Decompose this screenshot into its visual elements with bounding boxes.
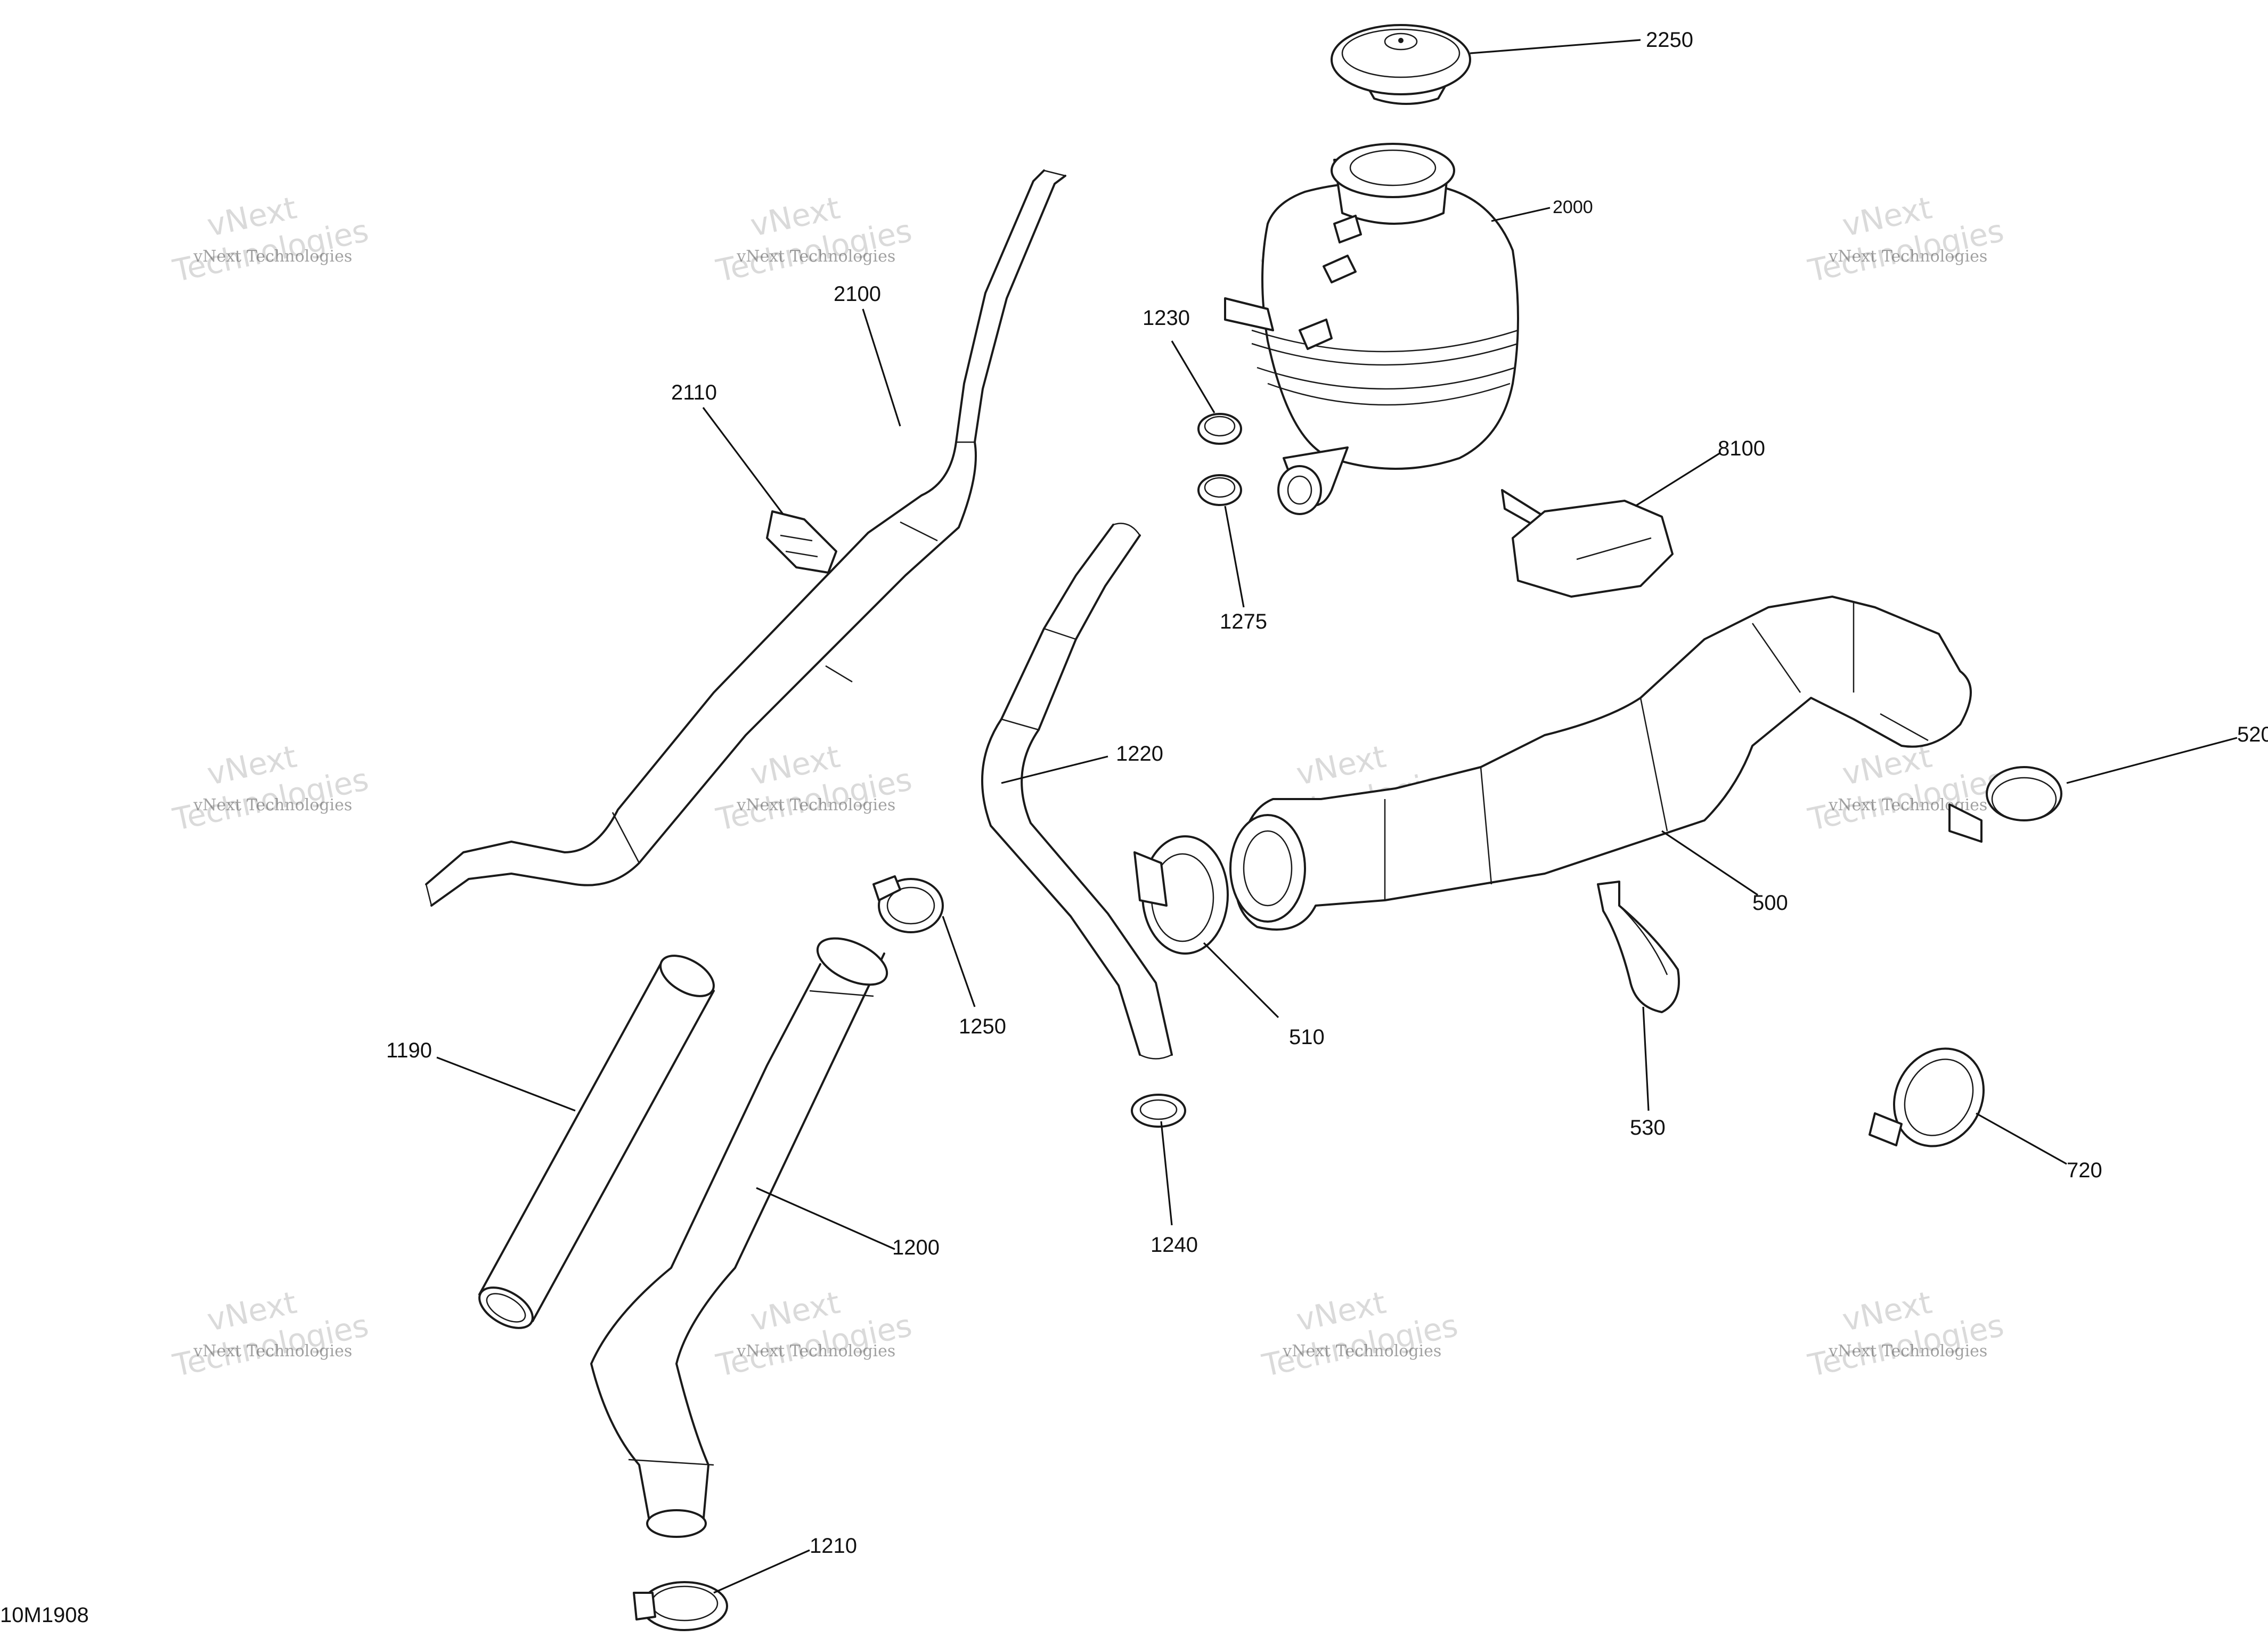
part-1250-clamp [872, 875, 944, 933]
watermark-small-text: vNext Technologies [736, 247, 895, 266]
part-510-clamp [1133, 835, 1229, 955]
callout-500[interactable]: 500 [1752, 891, 1788, 915]
callout-labels: 2250 2000 2100 2110 1230 1275 8100 1220 … [386, 28, 2268, 1558]
callout-1240[interactable]: 1240 [1151, 1233, 1198, 1257]
part-520-clamp [1948, 766, 2062, 843]
callout-2100[interactable]: 2100 [834, 282, 881, 306]
callout-1190[interactable]: 1190 [386, 1039, 432, 1062]
watermark-small-text: vNext Technologies [736, 796, 895, 815]
watermark-small-text: vNext Technologies [1828, 247, 1987, 266]
part-1200-hose [590, 937, 888, 1538]
watermark-small-text: vNext Technologies [736, 1342, 895, 1361]
callout-510[interactable]: 510 [1289, 1025, 1325, 1049]
callout-1230[interactable]: 1230 [1143, 306, 1190, 330]
part-1220-hose [981, 523, 1173, 1060]
part-1275-clamp [1197, 474, 1242, 506]
diagram-code: 10M1908 [0, 1603, 89, 1627]
part-2250-pressure-cap [1331, 24, 1471, 105]
part-1190-pipe [478, 955, 715, 1329]
watermark-small-text: vNext Technologies [193, 247, 352, 266]
callout-2110[interactable]: 2110 [671, 381, 717, 404]
callout-520[interactable]: 520 [2237, 723, 2268, 746]
part-2100-vent-hose [425, 169, 1066, 907]
leader-lines [436, 39, 2238, 1594]
callout-1275[interactable]: 1275 [1220, 610, 1267, 633]
part-720-clamp [1869, 1047, 1985, 1147]
watermark-small-text: vNext Technologies [193, 1342, 352, 1361]
callout-1210[interactable]: 1210 [810, 1534, 857, 1558]
part-1230-clamp [1197, 413, 1242, 445]
callout-720[interactable]: 720 [2067, 1159, 2102, 1182]
part-2000-expansion-tank [1224, 143, 1519, 515]
callout-1200[interactable]: 1200 [892, 1236, 940, 1259]
part-530-strap [1597, 881, 1680, 1013]
part-1240-clamp [1131, 1094, 1186, 1128]
part-8100-bracket [1501, 489, 1674, 598]
callout-8100[interactable]: 8100 [1718, 437, 1765, 460]
callout-1220[interactable]: 1220 [1116, 742, 1163, 765]
part-500-radiator-hose [1229, 596, 1972, 931]
callout-2000[interactable]: 2000 [1553, 197, 1593, 217]
watermark-small-text: vNext Technologies [1828, 1342, 1987, 1361]
callout-2250[interactable]: 2250 [1646, 28, 1693, 52]
watermark-small-text: vNext Technologies [193, 796, 352, 815]
part-1210-clamp [633, 1581, 728, 1631]
part-2110-clip [766, 510, 837, 574]
callout-530[interactable]: 530 [1630, 1116, 1666, 1139]
watermark-small-text: vNext Technologies [1282, 1342, 1441, 1361]
callout-1250[interactable]: 1250 [959, 1015, 1006, 1038]
